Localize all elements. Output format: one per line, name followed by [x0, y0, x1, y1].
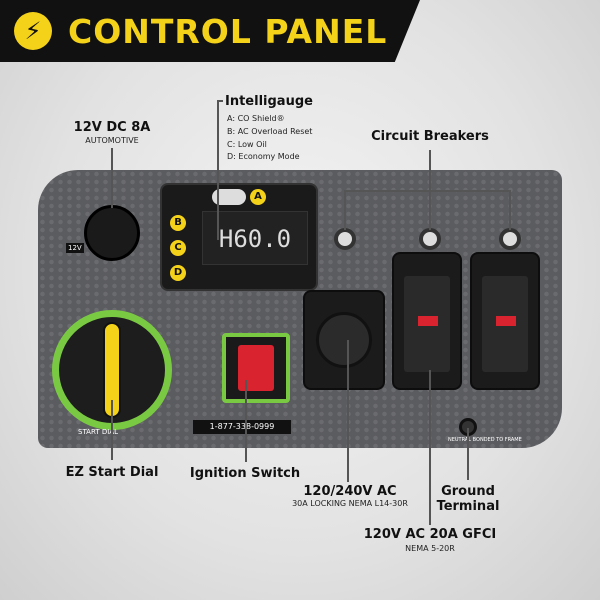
intelligauge-item-c: C: Low Oil	[227, 140, 267, 149]
header-banner	[0, 0, 420, 62]
gfci-outlet-1[interactable]	[392, 252, 462, 390]
gfci-label: 120V AC 20A GFCI	[363, 527, 497, 542]
circuit-breaker-2[interactable]	[419, 228, 441, 250]
badge-c: C	[170, 240, 186, 256]
intelligauge-label: Intelligauge	[225, 94, 313, 109]
intelligauge-item-a: A: CO Shield®	[227, 114, 285, 123]
dc-outlet[interactable]	[84, 205, 140, 261]
phone-number: 1-877-338-0999	[193, 420, 291, 434]
circuit-breakers-label: Circuit Breakers	[371, 129, 489, 144]
gfci-sublabel: NEMA 5-20R	[405, 544, 455, 553]
dc-label: 12V DC 8A	[73, 120, 151, 135]
page-title: CONTROL PANEL	[68, 12, 388, 51]
co-shield-icon	[212, 189, 246, 205]
gfci-outlet-2[interactable]	[470, 252, 540, 390]
ignition-switch-label: Ignition Switch	[189, 466, 301, 481]
ground-terminal-label: Ground	[441, 484, 495, 499]
circuit-breaker-3[interactable]	[499, 228, 521, 250]
l14-30-label: 120/240V AC	[303, 484, 397, 499]
neutral-text: NEUTRAL BONDED TO FRAME	[448, 437, 522, 443]
badge-d: D	[170, 265, 186, 281]
dc-sublabel: AUTOMOTIVE	[85, 136, 139, 145]
ez-start-dial-label: EZ Start Dial	[65, 465, 159, 480]
intelligauge-display: H60.0 A B C D	[160, 183, 318, 291]
l14-30-outlet[interactable]	[303, 290, 385, 390]
badge-b: B	[170, 215, 186, 231]
intelligauge-item-b: B: AC Overload Reset	[227, 127, 313, 136]
ground-terminal-label-2: Terminal	[436, 499, 500, 514]
plug-icon: ⚡	[14, 12, 52, 50]
ignition-switch[interactable]	[222, 333, 290, 403]
badge-a: A	[250, 189, 266, 205]
circuit-breaker-1[interactable]	[334, 228, 356, 250]
intelligauge-item-d: D: Economy Mode	[227, 152, 300, 161]
dial-text: START DIAL	[78, 428, 118, 436]
dc-tag: 12V	[66, 243, 84, 253]
l14-30-sublabel: 30A LOCKING NEMA L14-30R	[292, 499, 408, 508]
lcd-readout: H60.0	[202, 211, 308, 265]
